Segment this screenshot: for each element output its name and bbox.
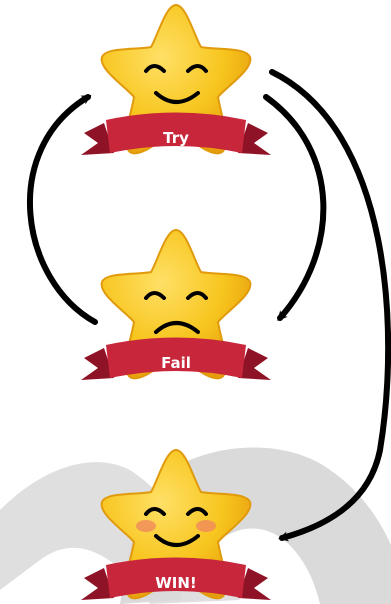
arrow-try-to-fail (266, 97, 323, 318)
star-fail: Fail (81, 230, 271, 380)
ribbon-label-try: Try (163, 129, 189, 147)
ribbon-try: Try (81, 113, 271, 156)
arrow-fail-to-try (30, 97, 95, 322)
ribbon-fail: Fail (81, 338, 271, 381)
blush-left (136, 520, 156, 532)
ribbon-label-win: WIN! (155, 574, 197, 592)
star-try: Try (81, 5, 271, 155)
ribbon-label-fail: Fail (161, 354, 191, 372)
blush-right (196, 520, 216, 532)
